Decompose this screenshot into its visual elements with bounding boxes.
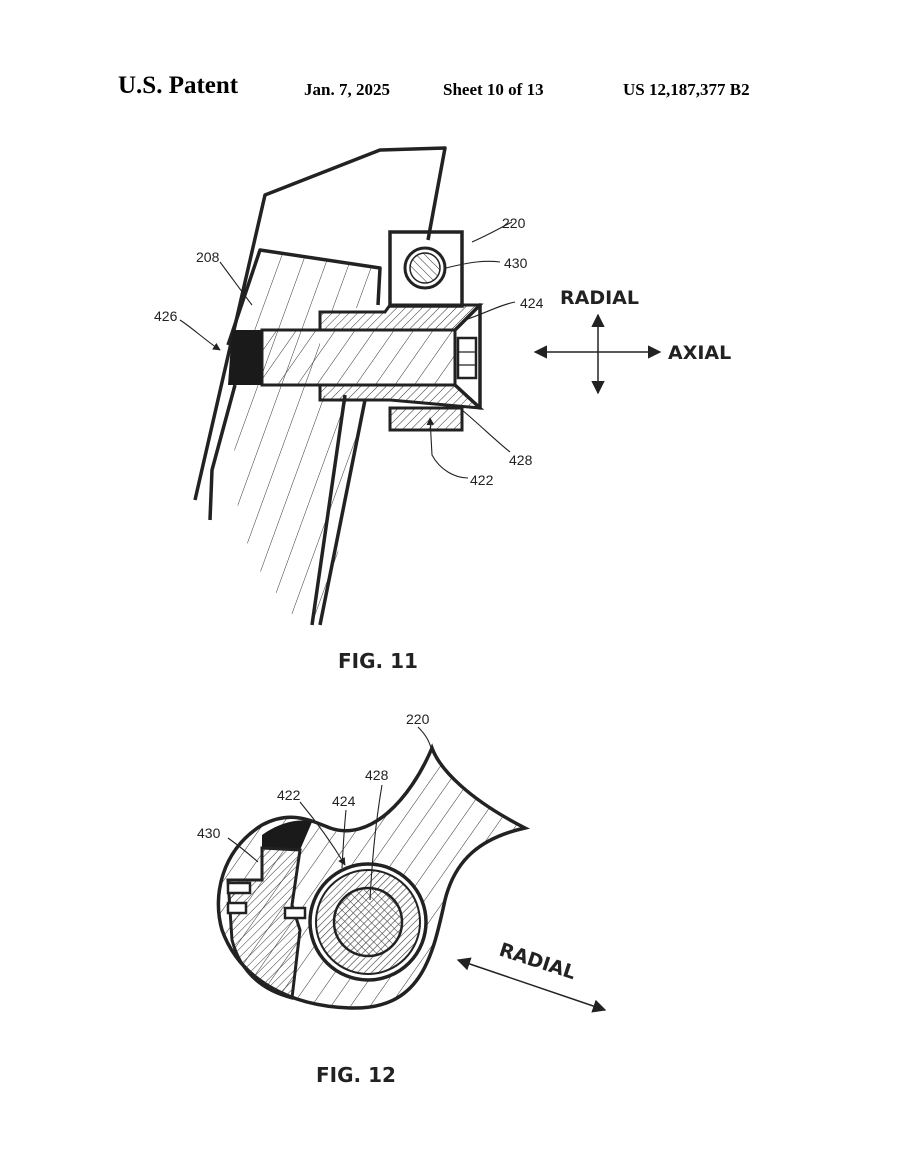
fig11-radial-label: RADIAL <box>560 287 639 309</box>
fig12-caption: FIG. 12 <box>316 1063 396 1087</box>
fig12-label-424: 424 <box>332 793 356 809</box>
fig11-label-220: 220 <box>502 215 526 231</box>
patent-date: Jan. 7, 2025 <box>304 80 390 99</box>
fig11-blade-outline <box>193 146 447 501</box>
fig11-block-220 <box>388 230 464 308</box>
fig11-label-428: 428 <box>509 452 533 468</box>
fig11-sleeve-bottom <box>318 383 485 410</box>
fig12-label-422: 422 <box>277 787 301 803</box>
fig11-label-424: 424 <box>520 295 544 311</box>
fig11-blade-inner-edge <box>310 394 347 626</box>
fig11-label-430: 430 <box>504 255 528 271</box>
fig12-radial-arrow <box>456 957 607 1013</box>
fig11-bolt-thread <box>228 330 262 385</box>
fig12-label-428: 428 <box>365 767 389 783</box>
fig11-caption: FIG. 11 <box>338 649 418 673</box>
fig12-black-fill <box>262 820 312 850</box>
figure-11: 220 430 208 424 426 428 422 RADIAL AXIAL… <box>154 146 731 673</box>
patent-sheet-number: Sheet 10 of 13 <box>443 80 544 99</box>
fig11-bolt-head <box>453 303 482 410</box>
fig12-bolt-428 <box>332 886 404 958</box>
fig12-label-430: 430 <box>197 825 221 841</box>
fig11-blade-top-edge <box>226 248 382 346</box>
fig12-label-220: 220 <box>406 711 430 727</box>
fig11-label-422: 422 <box>470 472 494 488</box>
fig11-bolt-shaft <box>260 328 457 387</box>
fig11-axial-label: AXIAL <box>668 342 731 364</box>
fig11-blade-right-edge <box>318 399 367 626</box>
fig11-label-208: 208 <box>196 249 220 265</box>
fig11-block-422 <box>388 406 464 432</box>
patent-number: US 12,187,377 B2 <box>623 80 750 99</box>
fig11-blade-left-edge <box>208 384 237 521</box>
figure-12: 220 428 422 424 430 RADIAL FIG. 12 <box>197 711 607 1087</box>
patent-header-title: U.S. Patent <box>118 72 239 99</box>
fig11-label-426: 426 <box>154 308 178 324</box>
fig11-bolt-head-socket <box>456 336 478 380</box>
